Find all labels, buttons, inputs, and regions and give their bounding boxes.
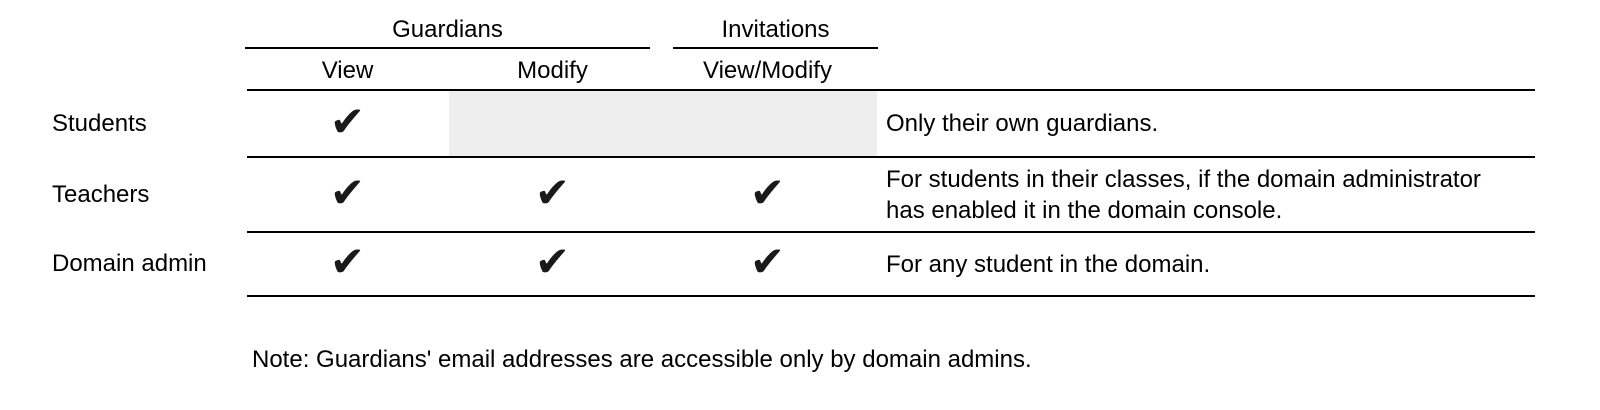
row-note-teachers: For students in their classes, if the do… bbox=[886, 165, 1481, 224]
checkmark-icon: ✔ bbox=[329, 96, 366, 146]
guardians-group-underline bbox=[245, 47, 650, 49]
row-note-domain-admin: For any student in the domain. bbox=[886, 250, 1211, 278]
row-label-domain-admin: Domain admin bbox=[52, 250, 207, 277]
checkmark-icon: ✔ bbox=[534, 167, 571, 217]
column-header-view: View bbox=[321, 57, 374, 84]
checkmark-icon: ✔ bbox=[749, 237, 786, 286]
checkmark-icon: ✔ bbox=[749, 167, 786, 217]
table-row-teachers: Teachers ✔ ✔ ✔ For students in their cla… bbox=[0, 158, 1535, 231]
cell-admin-modify: ✔ bbox=[450, 241, 655, 285]
checkmark-icon: ✔ bbox=[534, 237, 571, 286]
column-header-modify: Modify bbox=[517, 57, 588, 84]
disabled-cells-overlay bbox=[449, 91, 877, 156]
row-label-teachers: Teachers bbox=[52, 180, 150, 208]
checkmark-icon: ✔ bbox=[329, 237, 366, 286]
cell-admin-view-modify: ✔ bbox=[655, 241, 880, 285]
invitations-group-underline bbox=[673, 47, 878, 49]
cell-admin-view: ✔ bbox=[245, 241, 450, 285]
row-separator-line bbox=[247, 231, 1535, 233]
cell-students-view: ✔ bbox=[245, 100, 450, 145]
row-label-students: Students bbox=[52, 109, 147, 137]
header-separator-line bbox=[247, 89, 1535, 91]
table-bottom-line bbox=[247, 295, 1535, 297]
table-row-domain-admin: Domain admin ✔ ✔ ✔ For any student in th… bbox=[0, 233, 1535, 295]
checkmark-icon: ✔ bbox=[329, 167, 366, 217]
cell-teachers-modify: ✔ bbox=[450, 171, 655, 216]
cell-teachers-view: ✔ bbox=[245, 171, 450, 216]
column-header-view-modify: View/Modify bbox=[703, 57, 832, 84]
cell-teachers-view-modify: ✔ bbox=[655, 171, 880, 216]
footnote: Note: Guardians' email addresses are acc… bbox=[252, 346, 1032, 373]
table-row-students: Students ✔ Only their own guardians. bbox=[0, 91, 1535, 156]
row-note-students: Only their own guardians. bbox=[886, 110, 1159, 137]
column-group-invitations: Invitations bbox=[721, 16, 830, 43]
row-separator-line bbox=[247, 156, 1535, 158]
column-group-guardians: Guardians bbox=[392, 16, 503, 43]
